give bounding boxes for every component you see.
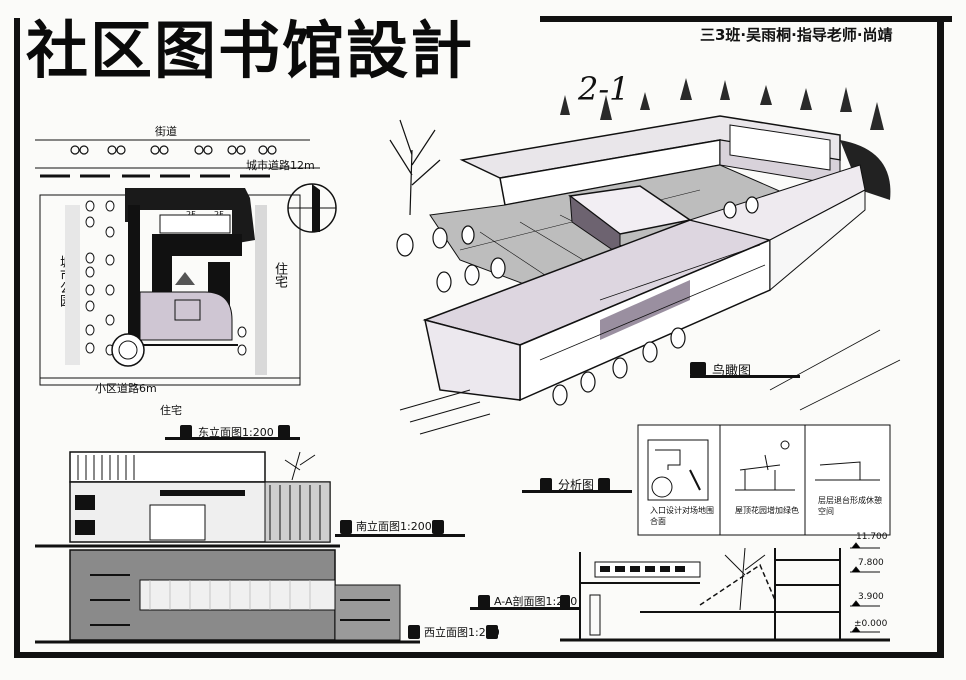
west-elev-tag-end bbox=[486, 625, 498, 639]
sheet-frame bbox=[14, 18, 944, 658]
analysis-note-3: 层层退台形成休憩空间 bbox=[818, 496, 882, 516]
sheet-number: 2-1 bbox=[578, 70, 630, 108]
perspective-tag bbox=[690, 362, 706, 376]
label-city-road: 城市道路12m bbox=[246, 159, 315, 172]
label-east-elevation: 东立面图1:200 bbox=[198, 426, 274, 439]
east-elev-tag bbox=[180, 425, 192, 439]
sheet-title: 社区图书馆設計 bbox=[26, 14, 475, 87]
section-tag bbox=[478, 595, 490, 609]
south-elev-tag-end bbox=[432, 520, 444, 534]
level-mark: 11.700 bbox=[856, 532, 888, 542]
east-elev-underline bbox=[165, 437, 300, 440]
label-residence-right: 住宅 bbox=[272, 262, 287, 288]
section-tag-end bbox=[560, 595, 570, 609]
south-elev-underline bbox=[335, 534, 465, 537]
analysis-tag-end bbox=[598, 478, 610, 492]
sheet-frame-top bbox=[540, 16, 952, 22]
analysis-note-1: 入口设计对场地围合面 bbox=[650, 506, 714, 526]
label-north-road: 街道 bbox=[155, 125, 177, 138]
south-elev-tag bbox=[340, 520, 352, 534]
west-elev-tag bbox=[408, 625, 420, 639]
label-west-elevation: 西立面图1:200 bbox=[424, 626, 500, 639]
analysis-tag bbox=[540, 478, 552, 492]
level-mark: ±0.000 bbox=[854, 619, 888, 629]
label-aa-section: A-A剖面图1:200 bbox=[494, 595, 578, 608]
analysis-underline bbox=[522, 490, 632, 493]
label-analysis: 分析图 bbox=[558, 478, 595, 492]
author-credit: 三3班·吴雨桐·指导老师·尚靖 bbox=[700, 26, 893, 44]
level-mark: 3.900 bbox=[858, 592, 884, 602]
perspective-underline bbox=[690, 375, 800, 378]
level-mark: 7.800 bbox=[858, 558, 884, 568]
label-residence-bottom: 住宅 bbox=[160, 404, 182, 417]
analysis-note-2: 屋顶花园增加绿色 bbox=[735, 506, 799, 515]
section-underline bbox=[470, 607, 580, 610]
east-elev-tag-end bbox=[278, 425, 290, 439]
label-south-elevation: 南立面图1:200 bbox=[356, 520, 432, 533]
